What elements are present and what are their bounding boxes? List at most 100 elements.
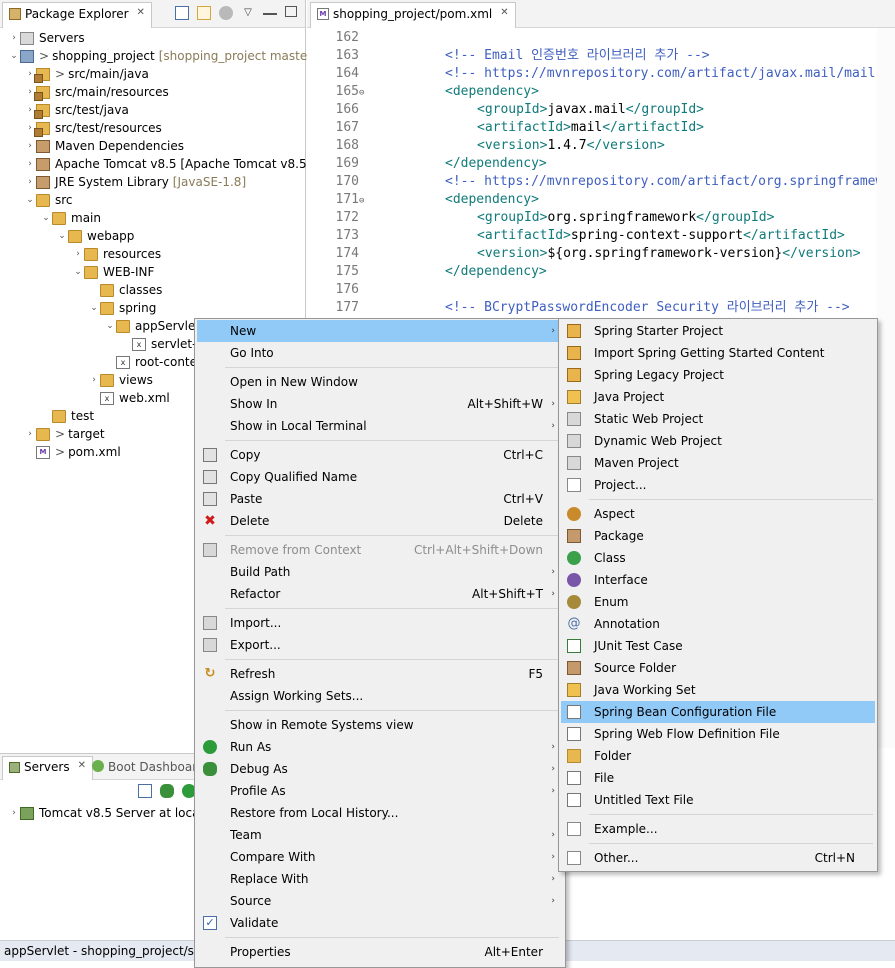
chevron-right-icon[interactable]: › bbox=[28, 69, 32, 79]
chevron-right-icon[interactable]: › bbox=[28, 159, 32, 169]
tree-item[interactable]: ⌄webapp bbox=[56, 227, 134, 245]
menu-item-copy-qualified-name[interactable]: Copy Qualified Name bbox=[197, 466, 563, 488]
chevron-down-icon[interactable]: ⌄ bbox=[26, 195, 34, 205]
tree-item[interactable]: M>pom.xml bbox=[24, 443, 121, 461]
menu-item-enum[interactable]: Enum bbox=[561, 591, 875, 613]
menu-item-aspect[interactable]: Aspect bbox=[561, 503, 875, 525]
fold-icon[interactable]: ⊖ bbox=[359, 196, 365, 206]
menu-item-dynamic-web-project[interactable]: Dynamic Web Project bbox=[561, 430, 875, 452]
close-icon[interactable]: ✕ bbox=[136, 7, 145, 18]
menu-item-restore-from-local-history[interactable]: Restore from Local History... bbox=[197, 802, 563, 824]
tree-item[interactable]: ⌄WEB-INF bbox=[72, 263, 154, 281]
tab-boot-dashboard[interactable]: Boot Dashboard bbox=[92, 760, 205, 774]
tree-item[interactable]: ›Apache Tomcat v8.5 [Apache Tomcat v8.5] bbox=[24, 155, 311, 173]
tab-pom-xml[interactable]: M shopping_project/pom.xml ✕ bbox=[310, 2, 516, 28]
menu-item-folder[interactable]: Folder bbox=[561, 745, 875, 767]
menu-item-compare-with[interactable]: Compare With› bbox=[197, 846, 563, 868]
chevron-right-icon[interactable]: › bbox=[12, 808, 16, 818]
menu-item-java-project[interactable]: Java Project bbox=[561, 386, 875, 408]
chevron-down-icon[interactable]: ⌄ bbox=[106, 321, 114, 331]
menu-item-assign-working-sets[interactable]: Assign Working Sets... bbox=[197, 685, 563, 707]
fold-icon[interactable]: ⊖ bbox=[359, 88, 365, 98]
chevron-right-icon[interactable]: › bbox=[76, 249, 80, 259]
tree-item[interactable]: ⌄spring bbox=[88, 299, 156, 317]
server-row[interactable]: › Tomcat v8.5 Server at localh bbox=[8, 804, 210, 822]
chevron-right-icon[interactable]: › bbox=[28, 87, 32, 97]
menu-item-open-in-new-window[interactable]: Open in New Window bbox=[197, 371, 563, 393]
menu-item-debug-as[interactable]: Debug As› bbox=[197, 758, 563, 780]
menu-item-new[interactable]: New› bbox=[197, 320, 563, 342]
menu-item-run-as[interactable]: Run As› bbox=[197, 736, 563, 758]
tree-item[interactable]: ›Servers bbox=[8, 29, 84, 47]
chevron-down-icon[interactable]: ⌄ bbox=[42, 213, 50, 223]
tree-item[interactable]: ⌄appServlet bbox=[104, 317, 200, 335]
chevron-right-icon[interactable]: › bbox=[28, 105, 32, 115]
tree-item[interactable]: ›>target bbox=[24, 425, 104, 443]
menu-item-junit-test-case[interactable]: JUnit Test Case bbox=[561, 635, 875, 657]
menu-item-interface[interactable]: Interface bbox=[561, 569, 875, 591]
tree-item[interactable]: ⌄>shopping_project[shopping_project mast… bbox=[8, 47, 317, 65]
chevron-down-icon[interactable]: ⌄ bbox=[10, 51, 18, 61]
menu-item-maven-project[interactable]: Maven Project bbox=[561, 452, 875, 474]
tree-item[interactable]: ›views bbox=[88, 371, 153, 389]
menu-item-class[interactable]: Class bbox=[561, 547, 875, 569]
menu-item-annotation[interactable]: @Annotation bbox=[561, 613, 875, 635]
tree-item[interactable]: classes bbox=[88, 281, 162, 299]
chevron-right-icon[interactable]: › bbox=[28, 177, 32, 187]
collapse-all-icon[interactable] bbox=[175, 6, 189, 20]
tree-item[interactable]: ›src/test/resources bbox=[24, 119, 162, 137]
close-icon[interactable]: ✕ bbox=[77, 760, 86, 771]
menu-item-other[interactable]: Other...Ctrl+N bbox=[561, 847, 875, 869]
tree-item[interactable]: ›JRE System Library[JavaSE-1.8] bbox=[24, 173, 246, 191]
menu-item-spring-legacy-project[interactable]: Spring Legacy Project bbox=[561, 364, 875, 386]
tab-package-explorer[interactable]: Package Explorer ✕ bbox=[2, 2, 152, 28]
chevron-right-icon[interactable]: › bbox=[28, 123, 32, 133]
tab-servers[interactable]: Servers ✕ bbox=[2, 756, 93, 780]
tree-item[interactable]: ⌄main bbox=[40, 209, 101, 227]
chevron-down-icon[interactable]: ⌄ bbox=[74, 267, 82, 277]
focus-icon[interactable] bbox=[219, 6, 233, 20]
menu-item-import[interactable]: Import... bbox=[197, 612, 563, 634]
maximize-icon[interactable] bbox=[285, 6, 297, 17]
editor-scrollbar[interactable] bbox=[877, 28, 895, 748]
link-with-editor-icon[interactable] bbox=[197, 6, 211, 20]
menu-item-example[interactable]: Example... bbox=[561, 818, 875, 840]
chevron-right-icon[interactable]: › bbox=[28, 141, 32, 151]
menu-item-build-path[interactable]: Build Path› bbox=[197, 561, 563, 583]
chevron-right-icon[interactable]: › bbox=[92, 375, 96, 385]
tree-item[interactable]: ›>src/main/java bbox=[24, 65, 149, 83]
tree-item[interactable]: ›resources bbox=[72, 245, 161, 263]
menu-item-file[interactable]: File bbox=[561, 767, 875, 789]
menu-item-spring-web-flow-definition-file[interactable]: Spring Web Flow Definition File bbox=[561, 723, 875, 745]
menu-item-source-folder[interactable]: Source Folder bbox=[561, 657, 875, 679]
menu-item-show-in-local-terminal[interactable]: Show in Local Terminal› bbox=[197, 415, 563, 437]
menu-item-validate[interactable]: ✓Validate bbox=[197, 912, 563, 934]
menu-item-export[interactable]: Export... bbox=[197, 634, 563, 656]
menu-item-profile-as[interactable]: Profile As› bbox=[197, 780, 563, 802]
chevron-down-icon[interactable]: ⌄ bbox=[58, 231, 66, 241]
tree-item[interactable]: ›src/test/java bbox=[24, 101, 129, 119]
tree-item[interactable]: ›src/main/resources bbox=[24, 83, 169, 101]
tree-item[interactable]: ›Maven Dependencies bbox=[24, 137, 184, 155]
tree-item[interactable]: test bbox=[40, 407, 94, 425]
start-server-icon[interactable] bbox=[182, 784, 196, 798]
menu-item-project[interactable]: Project... bbox=[561, 474, 875, 496]
debug-server-icon[interactable] bbox=[160, 784, 174, 798]
menu-item-team[interactable]: Team› bbox=[197, 824, 563, 846]
tree-item[interactable]: ⌄src bbox=[24, 191, 72, 209]
menu-item-go-into[interactable]: Go Into bbox=[197, 342, 563, 364]
chevron-down-icon[interactable]: ⌄ bbox=[90, 303, 98, 313]
menu-item-spring-bean-configuration-file[interactable]: Spring Bean Configuration File bbox=[561, 701, 875, 723]
menu-item-java-working-set[interactable]: Java Working Set bbox=[561, 679, 875, 701]
chevron-right-icon[interactable]: › bbox=[12, 33, 16, 43]
chevron-right-icon[interactable]: › bbox=[28, 429, 32, 439]
menu-item-spring-starter-project[interactable]: Spring Starter Project bbox=[561, 320, 875, 342]
collapse-icon[interactable] bbox=[138, 784, 152, 798]
